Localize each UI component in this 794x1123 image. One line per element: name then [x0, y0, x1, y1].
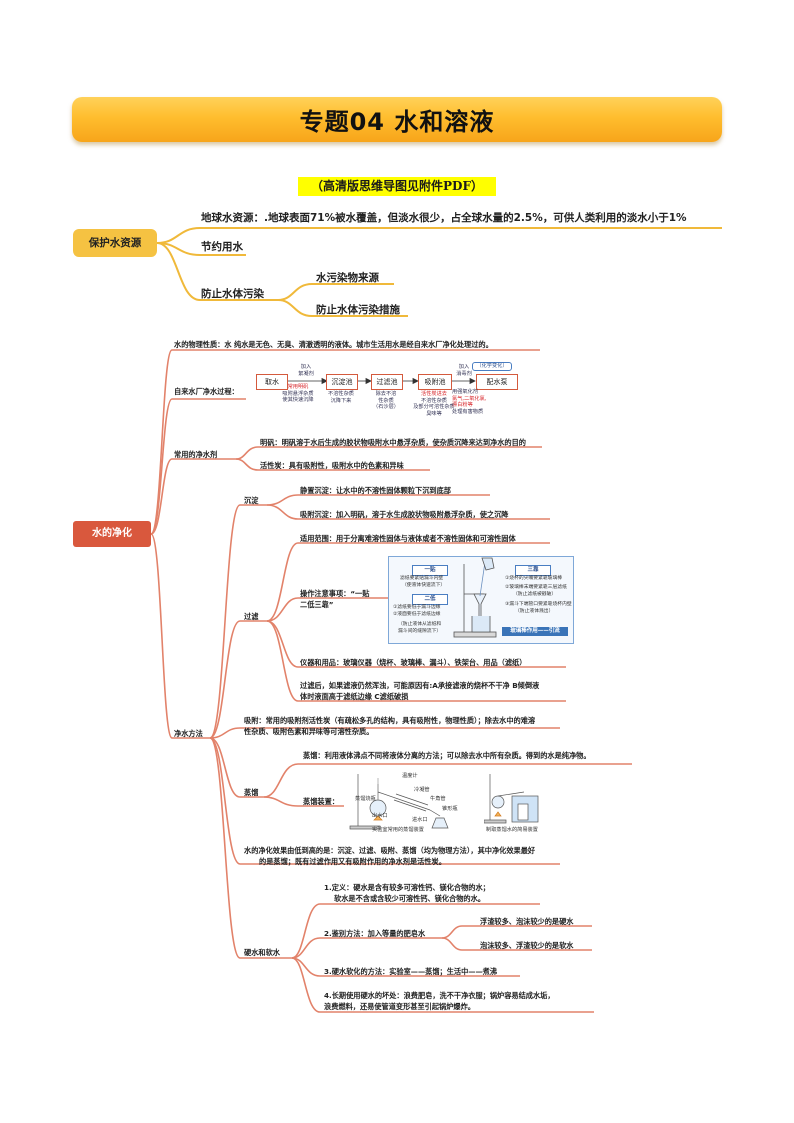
node-soft-result: 泡沫较多、浮渣较少的是软水 [480, 941, 574, 950]
page-title: 专题04 水和溶液 [299, 108, 495, 136]
node-pollution-sources: 水污染物来源 [316, 272, 379, 284]
filter-sankao-t5: （防止液体溅出） [515, 609, 554, 614]
plant-note-4a: 活性炭进去 [421, 391, 447, 397]
plant-note-4b: 不溶性杂质 [421, 397, 447, 404]
node-adsorb-1: 吸附：常用的吸附剂活性炭（有疏松多孔的结构，具有吸附性，物理性质）；除去水中的难… [244, 716, 536, 725]
filter-tag-yitie: 一贴 [412, 565, 448, 576]
node-filter-turbid-2: 体时液面高于滤纸边缘 C滤纸破损 [300, 692, 409, 701]
node-distill-device: 蒸馏装置： [303, 797, 339, 806]
node-hard-soft: 硬水和软水 [244, 948, 280, 957]
node-plant-label: 自来水厂净水过程： [174, 387, 239, 396]
node-methods: 净水方法 [174, 729, 203, 738]
title-banner: 专题04 水和溶液 [72, 97, 722, 142]
node-alum: 明矾：明矾溶于水后生成的胶状物吸附水中悬浮杂质，使杂质沉降来达到净水的目的 [260, 438, 526, 447]
distillation-apparatus-icon [349, 774, 449, 830]
node-hard-def-2: 软水是不含或含较少可溶性钙、镁化合物的水。 [334, 894, 485, 903]
root-water-purification: 水的净化 [73, 521, 151, 547]
node-save-water: 节约用水 [201, 241, 243, 253]
plant-note-5b: 氯气,二氧化氯, [452, 395, 487, 402]
node-adsorb-settle: 吸附沉淀：加入明矾，溶于水生成胶状物吸附悬浮杂质，使之沉降 [300, 510, 509, 519]
section2-connectors [150, 349, 632, 1013]
node-hard-identify: 2.鉴别方法：加入等量的肥皂水 [324, 929, 426, 938]
node-filter-equipment: 仪器和用品：玻璃仪器（烧杯、玻璃棒、漏斗）、铁架台、用品（滤纸） [300, 658, 527, 667]
node-harm-1: 4.长期使用硬水的坏处：浪费肥皂，洗不干净衣服；锅炉容易结成水垢， [324, 991, 555, 1000]
plant-note-add-1: 加入 [300, 364, 312, 370]
distill-part-conical-flask: 锥形瓶 [442, 806, 458, 812]
node-filter-turbid-1: 过滤后，如果滤液仍然浑浊，可能原因有:A承接滤液的烧杯不干净 B倾倒液 [300, 681, 540, 690]
plant-step-distribution: 配水泵 [476, 374, 518, 390]
node-physical-properties: 水的物理性质：水 纯水是无色、无臭、清澈透明的液体。城市生活用水是经自来水厂净化… [174, 340, 493, 349]
plant-note-5c: 漂白粉等 [452, 402, 473, 408]
node-prevent-pollution: 防止水体污染 [201, 288, 264, 300]
filter-sankao-t4: ③漏斗下端管口要紧靠烧杯内壁 [505, 602, 572, 607]
filter-sankao-t1: ①烧杯的尖嘴要紧靠玻璃棒 [505, 576, 563, 581]
plant-step-intake: 取水 [256, 374, 288, 390]
plant-note-3c: （石沙层） [373, 404, 399, 410]
node-settle: 沉淀 [244, 496, 259, 505]
distill-part-condenser: 冷凝管 [414, 787, 430, 793]
filter-erdi-t4: 漏斗间的缝隙流下） [398, 629, 442, 634]
filter-sankao-t3: （防止滤纸被戳破） [513, 592, 557, 597]
filter-yitie-t2: （使液体快速流下） [402, 583, 446, 588]
node-harm-2: 浪费燃料，还易使管道变形甚至引起锅炉爆炸。 [324, 1002, 475, 1011]
node-hard-result: 浮渣较多、泡沫较少的是硬水 [480, 917, 574, 926]
plant-note-disinfectant: 消毒剂 [456, 371, 472, 377]
plant-note-4c: 及部分可溶性杂质 [413, 404, 455, 410]
distill-caption-lab: 实验室常用的蒸馏装置 [372, 827, 424, 833]
node-agents: 常用的净水剂 [174, 450, 218, 459]
simple-distillation-icon [484, 774, 539, 824]
filter-sankao-t2: ②玻璃棒末端要紧靠三层滤纸 [505, 585, 567, 590]
distill-part-adapter: 牛角管 [430, 796, 446, 802]
node-activated-carbon: 活性炭：具有吸附性，吸附水中的色素和异味 [260, 461, 404, 470]
filter-tag-sankao: 三靠 [515, 565, 551, 576]
node-effect-1: 水的净化效果由低到高的是：沉淀、过滤、吸附、蒸馏（均为物理方法），其中净化效果最… [244, 846, 536, 855]
node-pollution-measures: 防止水体污染措施 [316, 304, 400, 316]
plant-note-1c: 使其快速沉降 [282, 397, 314, 403]
distill-part-thermometer: 温度计 [402, 773, 418, 779]
plant-note-3b: 性杂质 [378, 397, 394, 404]
plant-note-5d: 处理有害物质 [452, 408, 484, 415]
distill-caption-simple: 制取蒸馏水的简易装置 [486, 827, 538, 833]
node-static-settle: 静置沉淀：让水中的不溶性固体颗粒下沉到底部 [300, 486, 451, 495]
distill-part-flask: 蒸馏烧瓶 [355, 796, 376, 802]
plant-chem-tag: （化学变化） [472, 362, 512, 371]
filter-erdi-t1: ①滤纸要低于漏斗边缘 [393, 605, 441, 610]
node-effect-2: 的是蒸馏；既有过滤作用又有吸附作用的净水剂是活性炭。 [259, 857, 446, 866]
filter-erdi-t3: （防止液体从滤纸和 [398, 622, 442, 627]
subtitle: （高清版思维导图见附件PDF） [298, 177, 496, 196]
filter-yitie-t1: 滤纸要紧贴漏斗内壁 [400, 576, 444, 581]
plant-note-3a: 除去不溶 [375, 391, 397, 397]
plant-note-1b: 吸附悬浮杂质 [282, 390, 314, 397]
section1-connectors [156, 227, 722, 317]
node-filter-scope: 适用范围：用于分离难溶性固体与液体或者不溶性固体和可溶性固体 [300, 534, 516, 543]
distill-part-water-in: 进水口 [412, 817, 428, 823]
plant-step-adsorption: 吸附池 [418, 374, 452, 390]
plant-note-add-2: 加入 [458, 364, 470, 370]
plant-note-2a: 不溶性杂质 [328, 391, 354, 397]
plant-note-2b: 沉降下来 [330, 397, 352, 404]
plant-step-filtration: 过滤池 [371, 374, 403, 390]
filter-glass-rod-role: 玻璃棒作用——引流 [502, 627, 568, 636]
node-water-resources: 地球水资源：.地球表面71%被水覆盖，但淡水很少，占全球水量的2.5%，可供人类… [201, 212, 687, 224]
filter-erdi-t2: ②液面要低于滤纸边缘 [393, 612, 441, 617]
node-filter: 过滤 [244, 612, 259, 621]
node-soften: 3.硬水软化的方法：实验室——蒸馏；生活中——煮沸 [324, 967, 498, 976]
node-adsorb-2: 性杂质、吸附色素和异味等可溶性杂质。 [244, 727, 374, 736]
plant-note-1a: 常用明矾 [287, 384, 309, 390]
node-distill-desc: 蒸馏：利用液体沸点不同将液体分离的方法；可以除去水中所有杂质。得到的水是纯净物。 [303, 751, 591, 760]
node-hard-def-1: 1.定义：硬水是含有较多可溶性钙、镁化合物的水； [324, 883, 490, 892]
node-filter-notes-2: 二低三靠” [300, 600, 334, 609]
plant-step-sedimentation: 沉淀池 [326, 374, 358, 390]
node-filter-notes-1: 操作注意事项：“一贴 [300, 589, 370, 598]
distill-part-water-out: 出水口 [372, 813, 388, 819]
plant-note-flocculant: 絮凝剂 [298, 371, 314, 377]
plant-flow-arrows [286, 377, 476, 385]
filter-tag-erdi: 二低 [412, 594, 448, 605]
root-protect-water: 保护水资源 [73, 229, 157, 257]
plant-note-4d: 臭味等 [426, 410, 442, 417]
plant-note-5a: 用强氧化剂 [452, 389, 478, 395]
filter-apparatus-icon [453, 557, 497, 638]
node-distill: 蒸馏 [244, 788, 259, 797]
